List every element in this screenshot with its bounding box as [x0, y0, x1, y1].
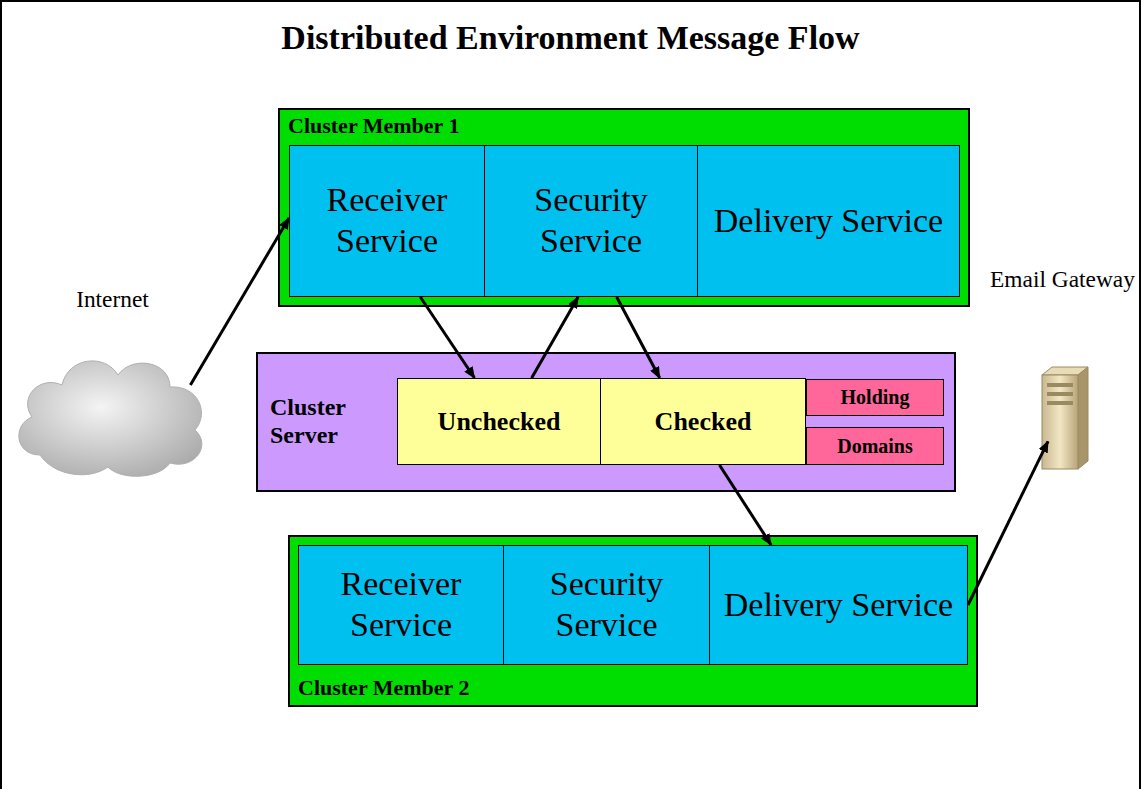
email-gateway: Email Gateway	[990, 265, 1135, 475]
node-text: Checked	[655, 407, 752, 437]
cluster-member-box: Cluster Member 1 Receiver ServiceSecurity…	[278, 108, 970, 307]
service-box: Delivery Service	[697, 145, 960, 297]
service-box: Delivery Service	[709, 545, 968, 665]
cluster-member-box: Cluster Member 2 Receiver ServiceSecurity…	[288, 535, 978, 707]
store-box: Domains	[806, 427, 944, 465]
node-text: Receiver Service	[299, 564, 503, 646]
node-text: Security Service	[504, 564, 709, 646]
server-front	[1042, 375, 1078, 469]
node-text: Domains	[837, 435, 913, 458]
node-text: Delivery Service	[716, 585, 961, 626]
node-text: Cluster Member 1	[288, 113, 459, 139]
node-text: Cluster Server	[270, 354, 388, 490]
queue-box: Unchecked	[397, 378, 601, 465]
node-text: Security Service	[485, 180, 697, 262]
node-text: Internet	[10, 285, 215, 313]
diagram-title: Distributed Environment Message Flow	[0, 18, 1141, 59]
drive-slot	[1047, 392, 1073, 396]
service-box: Security Service	[484, 145, 698, 297]
flow-arrow	[968, 441, 1048, 605]
cloud-outline	[19, 361, 202, 476]
store-box: Holding	[806, 379, 944, 416]
internet-cloud: Internet	[10, 285, 215, 485]
service-box: Receiver Service	[289, 145, 485, 297]
node-text: Holding	[841, 386, 910, 409]
drive-slot	[1047, 401, 1073, 405]
cluster-server-box: Cluster Server Unchecked Checked HoldingDom…	[256, 352, 956, 492]
service-box: Security Service	[503, 545, 710, 665]
node-text: Cluster Member 2	[298, 675, 469, 701]
drive-slot	[1047, 383, 1073, 387]
node-text: Receiver Service	[290, 180, 484, 262]
queue-box: Checked	[600, 378, 806, 465]
server-side	[1078, 367, 1088, 469]
service-box: Receiver Service	[298, 545, 504, 665]
node-text: Unchecked	[438, 407, 561, 437]
node-text: Delivery Service	[706, 201, 951, 242]
server-icon	[990, 357, 1135, 477]
node-text: Email Gateway	[990, 265, 1135, 293]
cloud-shape	[10, 335, 215, 485]
